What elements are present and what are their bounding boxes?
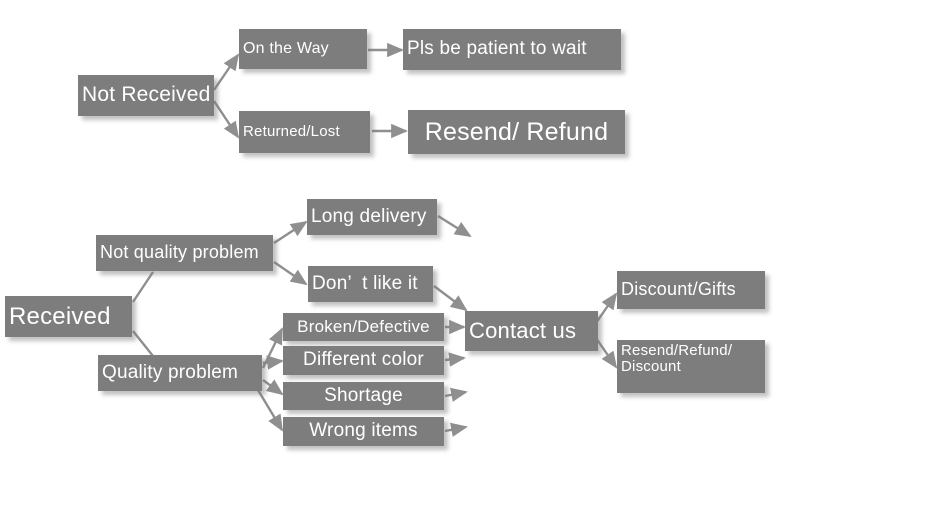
edge-contact-us-to-discount-gifts: [595, 292, 618, 324]
edge-quality-to-wrong-items: [256, 389, 284, 432]
edge-shortage-to-contact-us: [444, 387, 468, 402]
edge-not-quality-to-dont-like-it: [273, 261, 308, 286]
node-resend-refund-disc[interactable]: Resend/Refund/ Discount: [617, 340, 765, 393]
node-returned-lost[interactable]: Returned/Lost: [239, 111, 370, 153]
edge-different-color-to-contact-us: [444, 352, 466, 367]
node-dont-like-it[interactable]: Don’ t like it: [308, 266, 433, 302]
node-pls-be-patient[interactable]: Pls be patient to wait: [403, 29, 621, 70]
edge-quality-to-different-color: [262, 355, 284, 370]
node-discount-gifts[interactable]: Discount/Gifts: [617, 271, 765, 309]
edge-not-received-to-on-the-way: [213, 53, 240, 91]
node-long-delivery[interactable]: Long delivery: [307, 199, 437, 235]
edge-quality-to-broken-defective: [261, 327, 284, 369]
edge-received-to-not-quality-problem: [132, 271, 154, 303]
node-different-color[interactable]: Different color: [283, 346, 444, 375]
node-broken-defective[interactable]: Broken/Defective: [283, 313, 444, 341]
node-not-quality-problem[interactable]: Not quality problem: [96, 235, 273, 271]
edge-quality-to-shortage: [262, 379, 284, 396]
node-quality-problem[interactable]: Quality problem: [98, 355, 262, 391]
edge-dont-like-it-to-contact-us: [433, 285, 468, 312]
edge-contact-us-to-resend-refund-disc: [595, 337, 618, 369]
node-wrong-items[interactable]: Wrong items: [283, 417, 444, 446]
node-resend-refund[interactable]: Resend/ Refund: [408, 110, 625, 154]
node-not-received[interactable]: Not Received: [78, 75, 214, 116]
edge-not-received-to-returned-lost: [213, 100, 240, 139]
node-contact-us[interactable]: Contact us: [465, 311, 598, 351]
edge-wrong-items-to-contact-us: [444, 422, 468, 437]
node-on-the-way[interactable]: On the Way: [239, 29, 367, 69]
edge-not-quality-to-long-delivery: [273, 220, 308, 245]
node-shortage[interactable]: Shortage: [283, 382, 444, 410]
edge-received-to-quality-problem: [132, 330, 154, 357]
edge-long-delivery-to-contact-us: [437, 214, 472, 238]
node-received[interactable]: Received: [5, 296, 132, 337]
